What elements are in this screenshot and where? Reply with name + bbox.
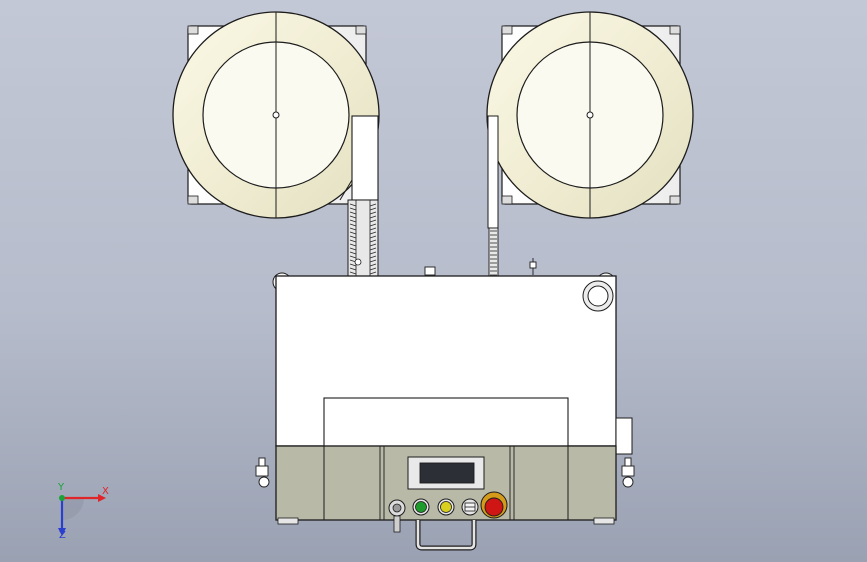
pause-button-yellow[interactable] [437, 498, 455, 516]
start-button-green[interactable] [412, 498, 430, 516]
left-reel-chute [351, 115, 379, 201]
left-reel [172, 11, 380, 219]
right-reel-rail [487, 115, 499, 229]
axis-triad [58, 494, 106, 536]
key-switch[interactable] [388, 499, 406, 533]
right-reel-hub [586, 111, 594, 119]
right-reel [486, 11, 694, 229]
left-feed-track [347, 199, 379, 277]
carry-handle[interactable] [415, 520, 477, 551]
side-connector-box [615, 417, 633, 455]
right-side-clamp [621, 457, 635, 488]
top-pins [424, 258, 537, 276]
control-display [407, 456, 485, 490]
axis-z-label: Z [59, 530, 66, 541]
left-side-clamp [255, 457, 270, 488]
axis-x-label: X [102, 486, 109, 497]
base-top-cover [323, 397, 569, 447]
left-reel-hub [272, 111, 280, 119]
axis-y-label: Y [58, 482, 65, 493]
selector-switch[interactable] [461, 498, 479, 516]
emergency-stop-button[interactable] [480, 491, 508, 519]
right-feed-track [488, 227, 499, 277]
